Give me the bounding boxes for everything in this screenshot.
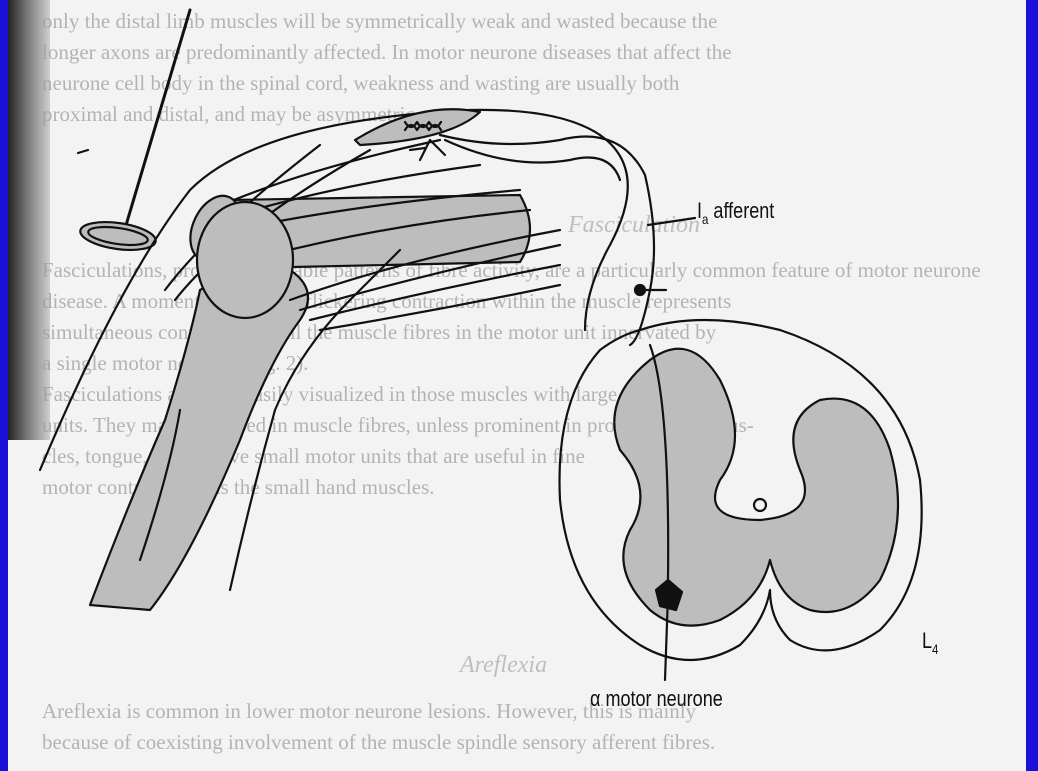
muscle-spindle — [355, 109, 480, 160]
ia-label-subscript: a — [702, 211, 708, 227]
l4-label-main: L — [922, 628, 932, 653]
grey-matter — [614, 349, 898, 626]
motor-nerve — [585, 135, 628, 330]
central-canal — [754, 499, 766, 511]
reflex-hammer-icon — [78, 10, 190, 254]
l4-label-subscript: 4 — [932, 641, 938, 657]
l4-label: L4 — [922, 628, 938, 654]
ia-afferent-label: Ia afferent — [697, 198, 774, 224]
spinal-cord-l4 — [560, 320, 922, 680]
alpha-motor-neurone-label: α motor neurone — [590, 686, 723, 712]
ia-label-rest: afferent — [708, 198, 774, 223]
tibia — [90, 268, 308, 610]
